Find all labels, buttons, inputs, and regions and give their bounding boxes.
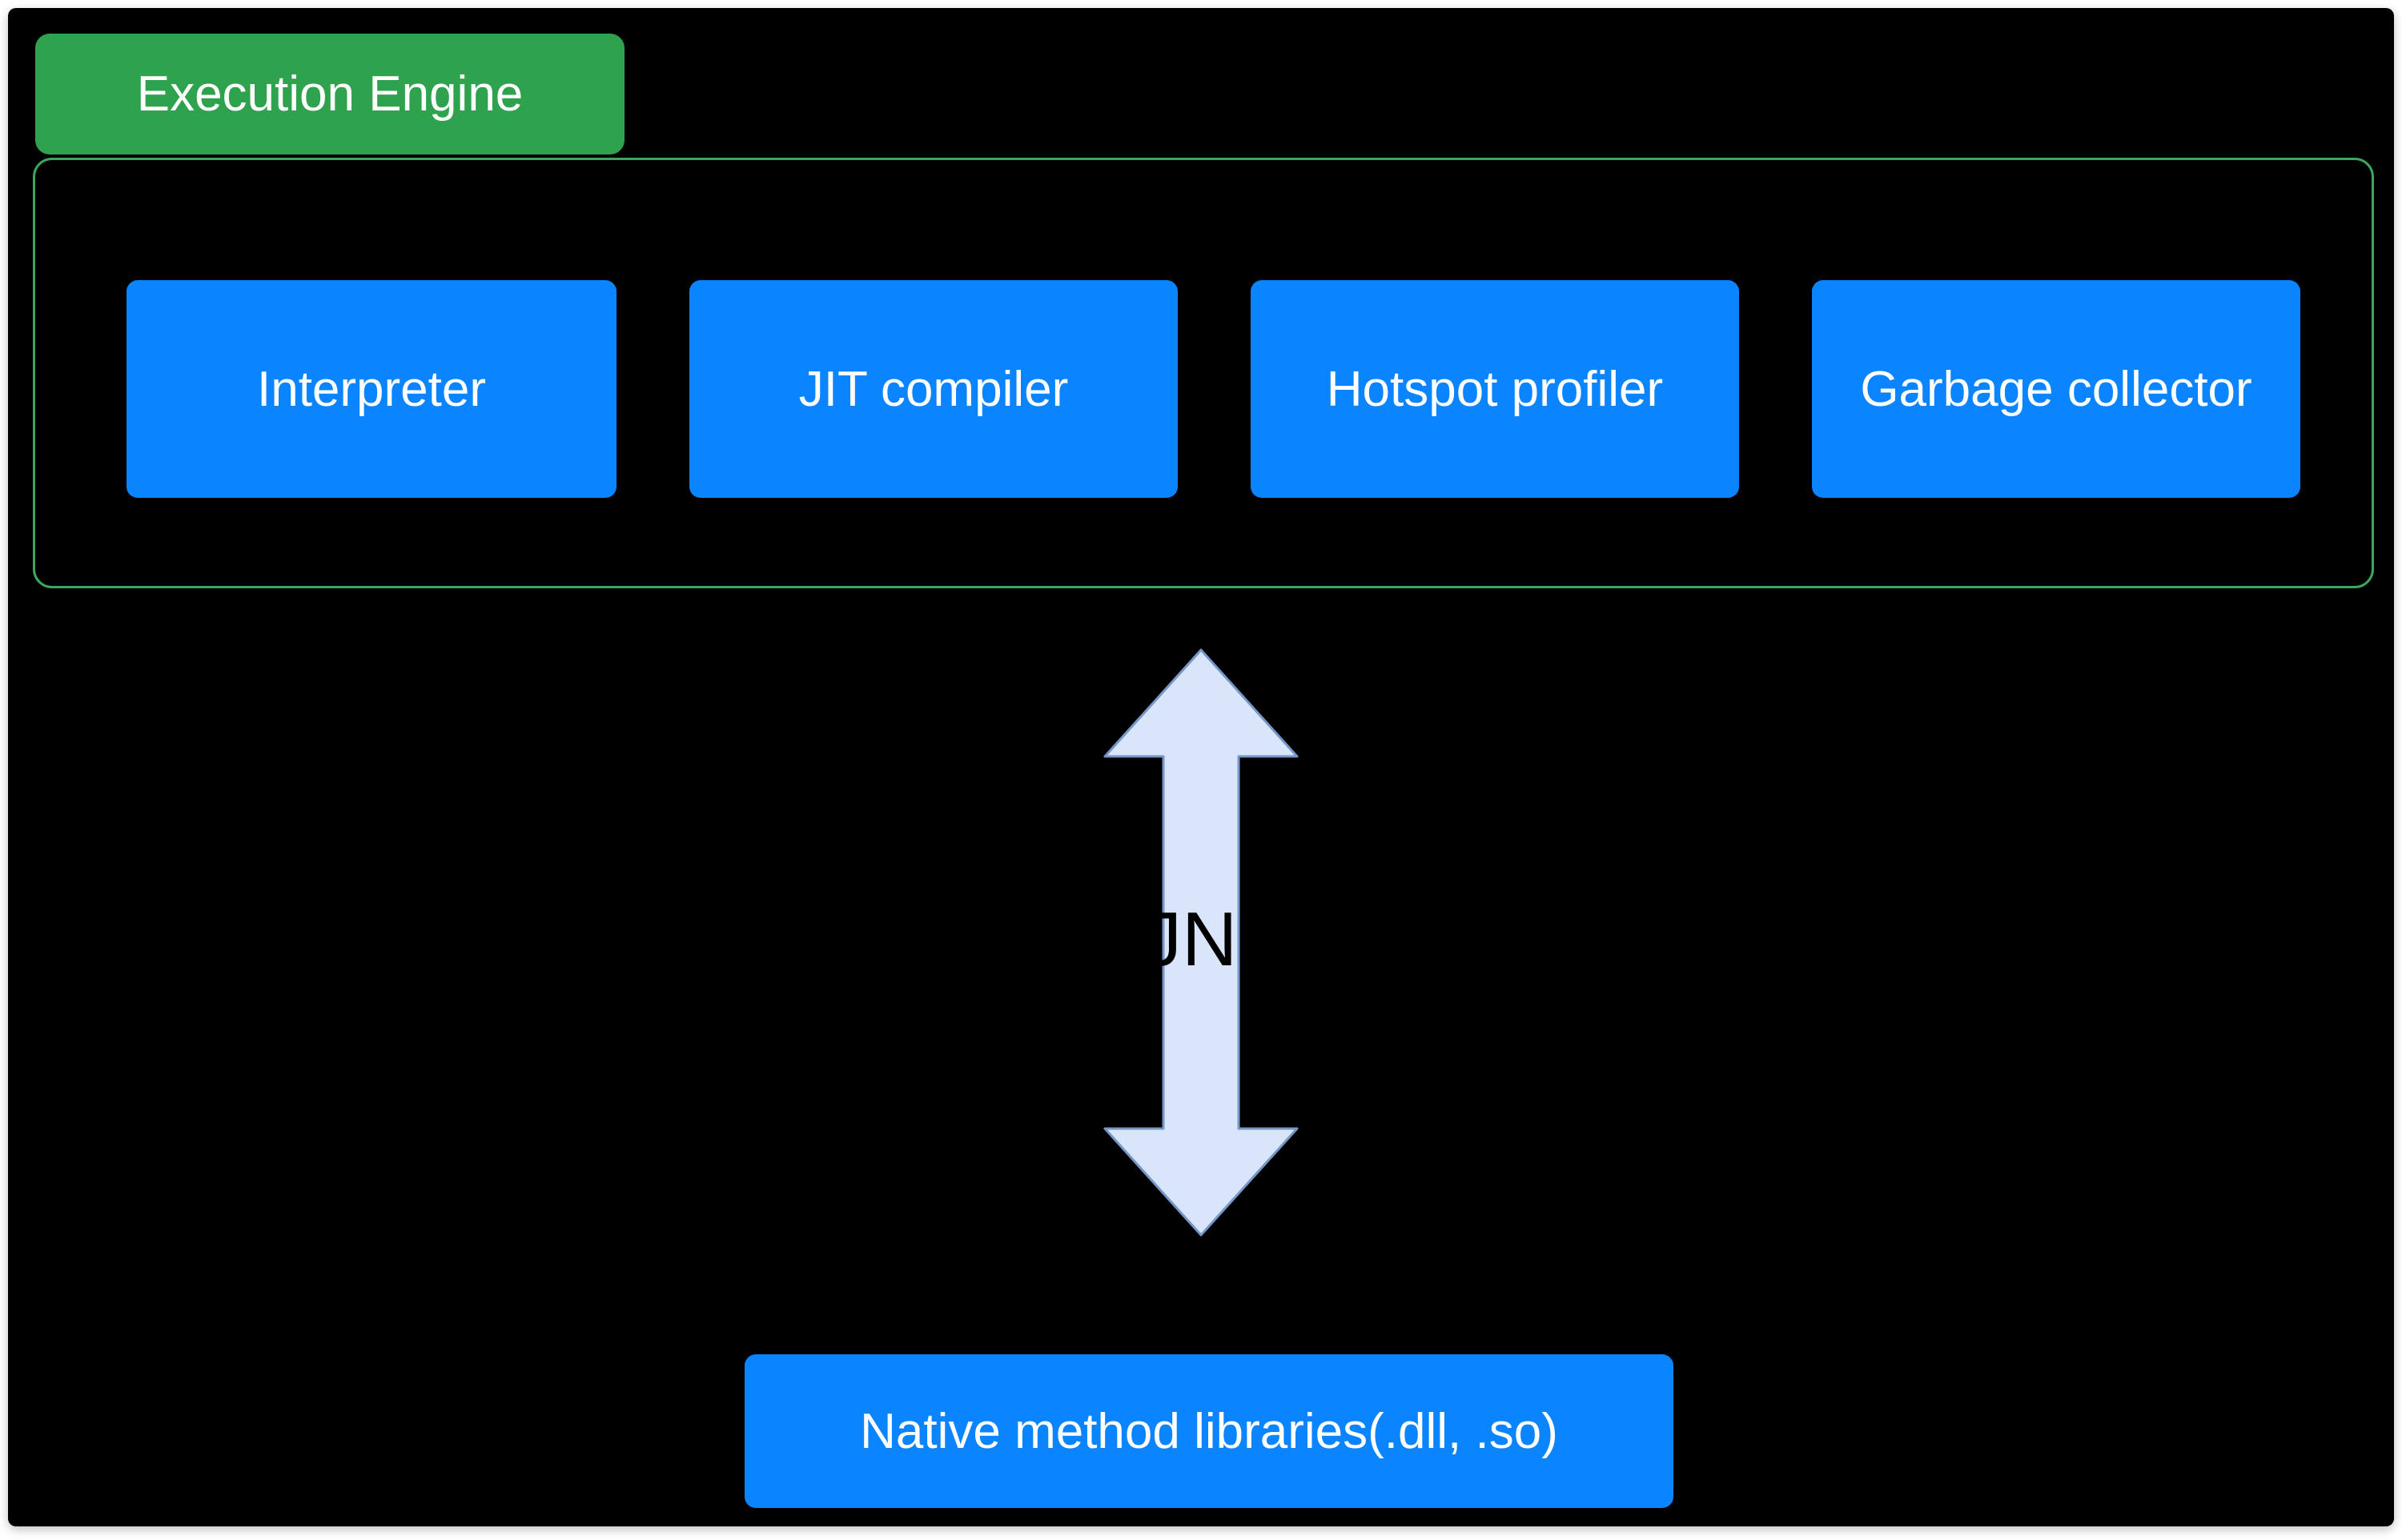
hotspot-profiler-box: Hotspot profiler xyxy=(1251,280,1739,498)
garbage-collector-box: Garbage collector xyxy=(1812,280,2300,498)
execution-engine-label: Execution Engine xyxy=(35,34,625,154)
jit-compiler-box-label: JIT compiler xyxy=(798,361,1069,417)
hotspot-profiler-box-label: Hotspot profiler xyxy=(1326,361,1664,417)
execution-engine-label-text: Execution Engine xyxy=(136,66,524,122)
bidirectional-arrow-shape xyxy=(1103,648,1299,1237)
native-method-libraries-box: Native method libraries(.dll, .so) xyxy=(745,1354,1673,1508)
bidirectional-arrow-icon xyxy=(1103,648,1299,1237)
native-method-libraries-label: Native method libraries(.dll, .so) xyxy=(860,1403,1558,1459)
jit-compiler-box: JIT compiler xyxy=(689,280,1178,498)
interpreter-box: Interpreter xyxy=(127,280,617,498)
execution-engine-container xyxy=(33,158,2374,588)
jni-label: JNI xyxy=(1143,896,1259,982)
interpreter-box-label: Interpreter xyxy=(256,361,487,417)
garbage-collector-box-label: Garbage collector xyxy=(1860,361,2252,417)
